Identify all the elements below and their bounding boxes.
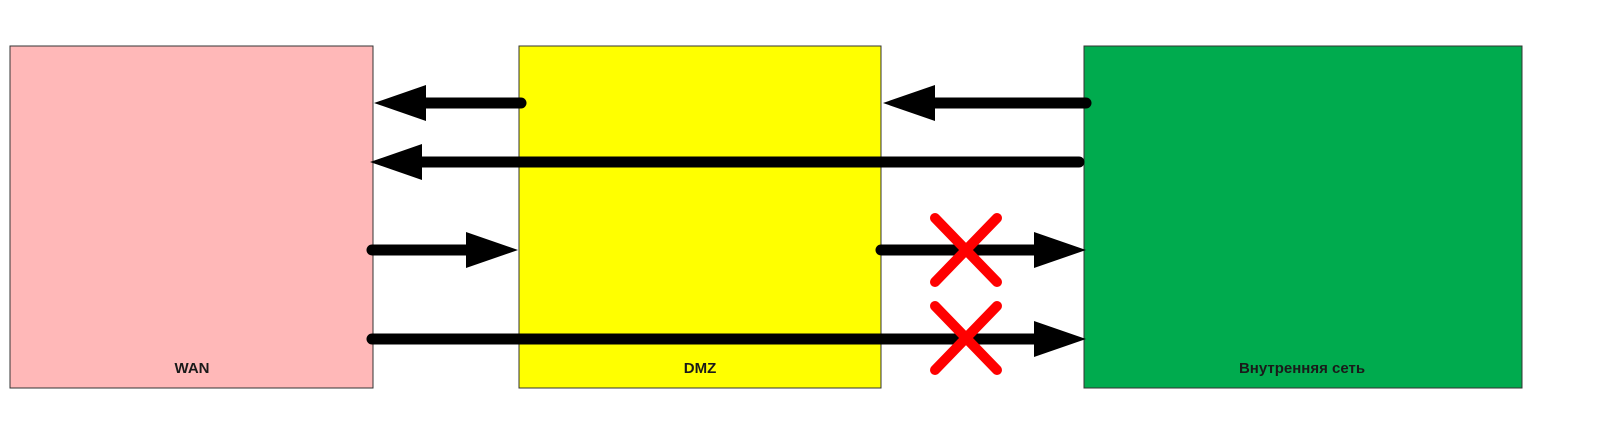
flow-wan-to-internal-blocked xyxy=(366,321,1086,357)
blocked-x-icon xyxy=(930,301,1002,375)
wan-zone-label: WAN xyxy=(175,360,210,377)
arrowhead-icon xyxy=(370,144,422,180)
arrowhead-icon xyxy=(1034,232,1086,268)
arrowhead-icon xyxy=(466,232,518,268)
arrowhead-icon xyxy=(1034,321,1086,357)
flow-wan-to-dmz xyxy=(366,232,518,268)
blocked-x-icon xyxy=(930,213,1002,287)
internal-network-zone-label: Внутренняя сеть xyxy=(1239,360,1365,377)
internal-network-zone-box xyxy=(1083,45,1523,389)
arrowhead-icon xyxy=(883,85,935,121)
flow-internal-to-wan xyxy=(370,144,1085,180)
flow-dmz-to-wan xyxy=(374,85,527,121)
arrowhead-icon xyxy=(374,85,426,121)
dmz-zone-box xyxy=(518,45,882,389)
flow-internal-to-dmz xyxy=(883,85,1092,121)
wan-zone-box xyxy=(9,45,374,389)
dmz-zone-label: DMZ xyxy=(684,360,717,377)
